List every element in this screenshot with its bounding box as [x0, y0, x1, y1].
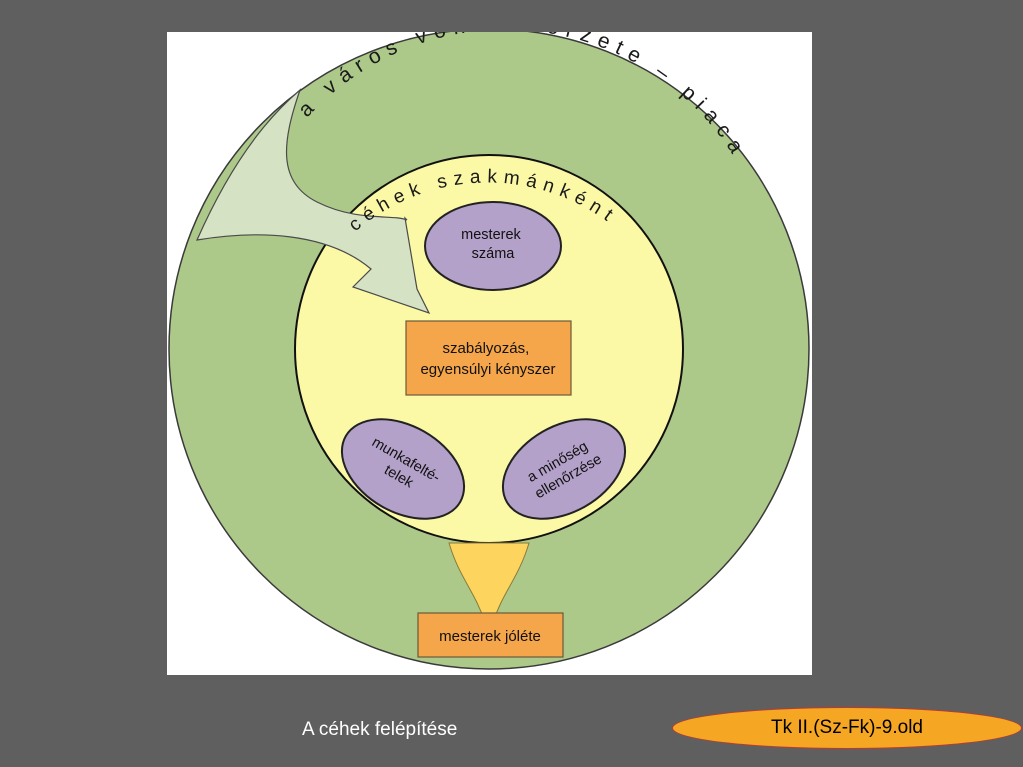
slide-caption: A céhek felépítése — [302, 719, 458, 740]
center-box — [405, 320, 572, 396]
bottom-box-label: mesterek jóléte — [439, 628, 541, 645]
source-reference-label: Tk II.(Sz-Fk)-9.old — [770, 717, 923, 738]
center-box-label: szabályozás, egyensúlyi kényszer — [420, 340, 555, 378]
oval-masters-count — [424, 201, 562, 291]
source-reference-badge: Tk II.(Sz-Fk)-9.old — [672, 707, 1022, 749]
oval-division-of-work — [340, 418, 466, 520]
oval-masters-count-label: mesterek száma — [461, 227, 525, 262]
oval-quality-control — [501, 418, 627, 520]
bottom-box — [417, 612, 564, 658]
guild-structure-diagram: a város vonzáskörzete – piaca céhek szak… — [168, 32, 810, 670]
inflow-arrow — [196, 88, 431, 315]
diagram-panel: a város vonzáskörzete – piaca céhek szak… — [167, 32, 812, 675]
